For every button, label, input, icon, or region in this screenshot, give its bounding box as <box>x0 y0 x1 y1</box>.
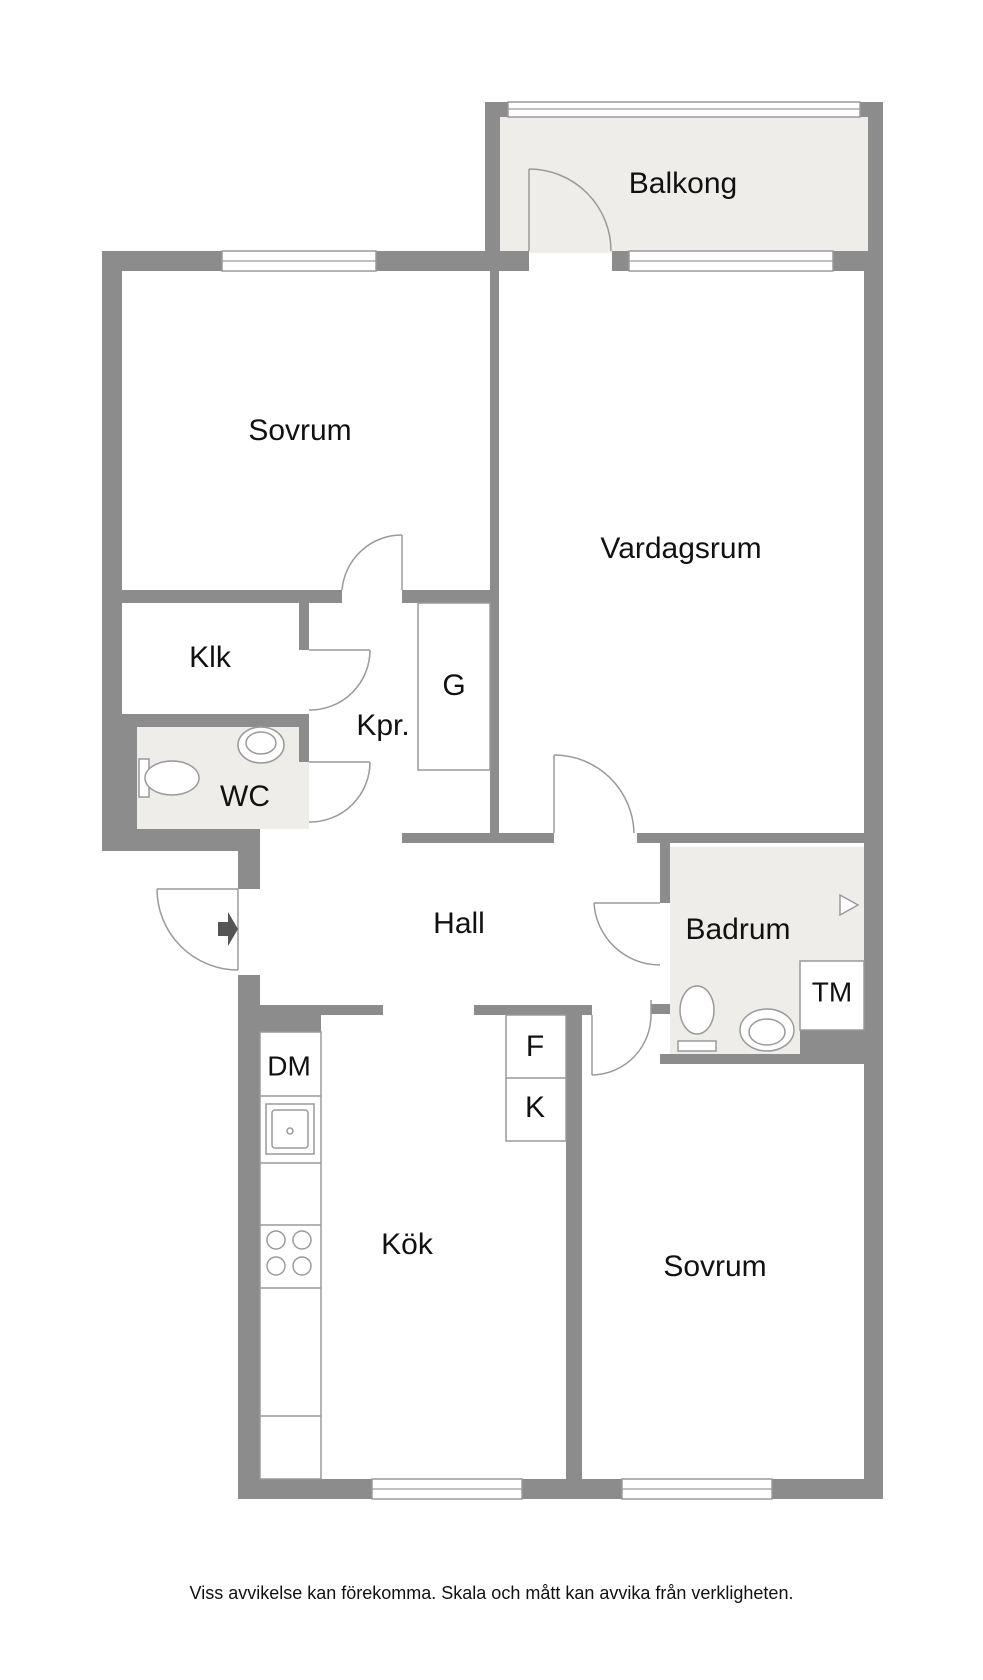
balcony-floor <box>500 117 868 253</box>
room-label-badrum: Badrum <box>685 913 790 946</box>
balcony-door <box>528 168 612 252</box>
wall <box>868 102 883 254</box>
wall <box>299 603 309 650</box>
wall <box>800 1030 883 1064</box>
wall <box>566 1005 582 1485</box>
wall <box>490 271 499 833</box>
wall <box>637 833 883 843</box>
entrance-arrow-icon <box>218 912 238 946</box>
wall <box>238 851 260 889</box>
wall <box>102 829 260 851</box>
washing-machine <box>799 960 865 1031</box>
wardrobe-g <box>417 602 491 771</box>
wc-toilet-icon <box>138 758 200 798</box>
room-label-hall: Hall <box>433 907 485 940</box>
bathroom-sink-icon <box>739 1008 795 1052</box>
wall <box>122 590 342 603</box>
room-label-kok: Kök <box>381 1228 434 1261</box>
wall <box>238 1479 883 1499</box>
room-label-sovrum-bottom: Sovrum <box>663 1250 766 1283</box>
wall <box>485 102 500 254</box>
disclaimer-text: Viss avvikelse kan förekomma. Skala och … <box>189 1583 794 1603</box>
wall <box>474 1005 592 1015</box>
room-label-balkong: Balkong <box>629 167 737 200</box>
kitchen-sink-icon <box>265 1103 315 1155</box>
room-label-vardagsrum: Vardagsrum <box>600 532 761 565</box>
room-label-tm: TM <box>812 976 852 1007</box>
wall <box>651 1004 670 1014</box>
window-midlines <box>222 108 860 1490</box>
room-label-wc: WC <box>220 780 270 813</box>
wall <box>402 590 499 603</box>
room-label-klk: Klk <box>189 641 232 674</box>
stove-icon <box>266 1230 312 1276</box>
fixtures <box>259 602 865 1480</box>
wall <box>660 1054 883 1064</box>
room-label-g: G <box>442 669 465 702</box>
windows <box>221 101 861 1500</box>
wall <box>299 714 309 762</box>
wall <box>402 833 554 843</box>
wall <box>238 975 260 1499</box>
bathroom-toilet-icon <box>677 985 717 1052</box>
wall <box>660 843 670 903</box>
vent-icon <box>839 893 860 917</box>
room-label-sovrum-top: Sovrum <box>248 414 351 447</box>
wc-sink-icon <box>237 726 285 764</box>
kitchen-counter <box>259 1031 322 1480</box>
wall <box>102 251 122 851</box>
wall <box>864 251 883 1499</box>
room-label-kpr: Kpr. <box>356 709 409 742</box>
doors <box>156 534 661 1076</box>
room-label-f: F <box>526 1030 544 1063</box>
room-label-dm: DM <box>267 1050 311 1081</box>
room-label-k: K <box>525 1091 545 1124</box>
wall <box>238 1005 321 1032</box>
wall <box>122 714 309 727</box>
